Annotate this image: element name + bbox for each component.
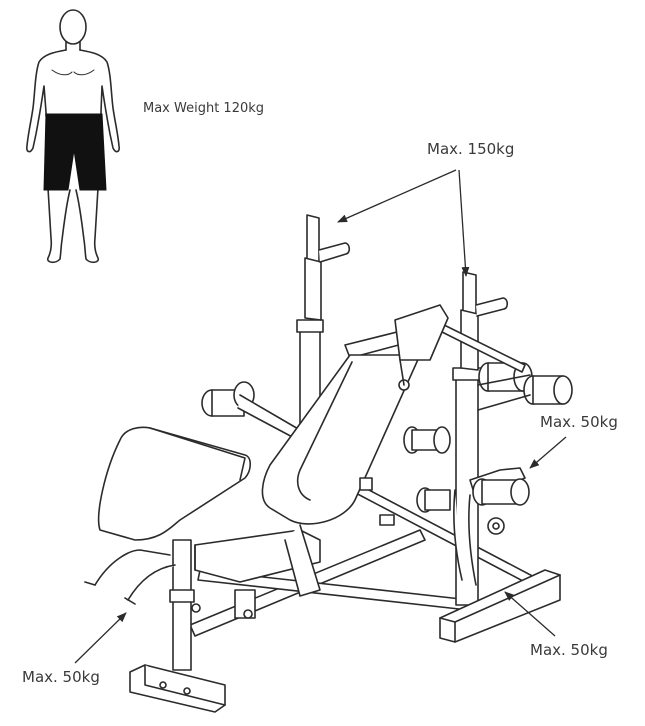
shorts-shape bbox=[43, 113, 107, 191]
arrow-to-leg-developer bbox=[529, 436, 567, 469]
arrow-to-rear-peg bbox=[504, 591, 556, 637]
bar-rack-capacity-label: Max. 150kg bbox=[427, 140, 515, 158]
callout-arrows bbox=[74, 169, 567, 664]
arrow-to-right-hook bbox=[458, 169, 470, 277]
person-silhouette-icon bbox=[26, 9, 120, 264]
arrow-to-preacher-handles bbox=[74, 612, 127, 664]
preacher-curl-capacity-label: Max. 50kg bbox=[22, 668, 100, 686]
max-user-weight-label: Max Weight 120kg bbox=[143, 101, 265, 116]
rear-peg-capacity-label: Max. 50kg bbox=[530, 641, 608, 659]
leg-developer-capacity-label: Max. 50kg bbox=[540, 413, 618, 431]
weight-bench-drawing bbox=[84, 214, 573, 713]
arrow-to-left-hook bbox=[337, 169, 457, 223]
